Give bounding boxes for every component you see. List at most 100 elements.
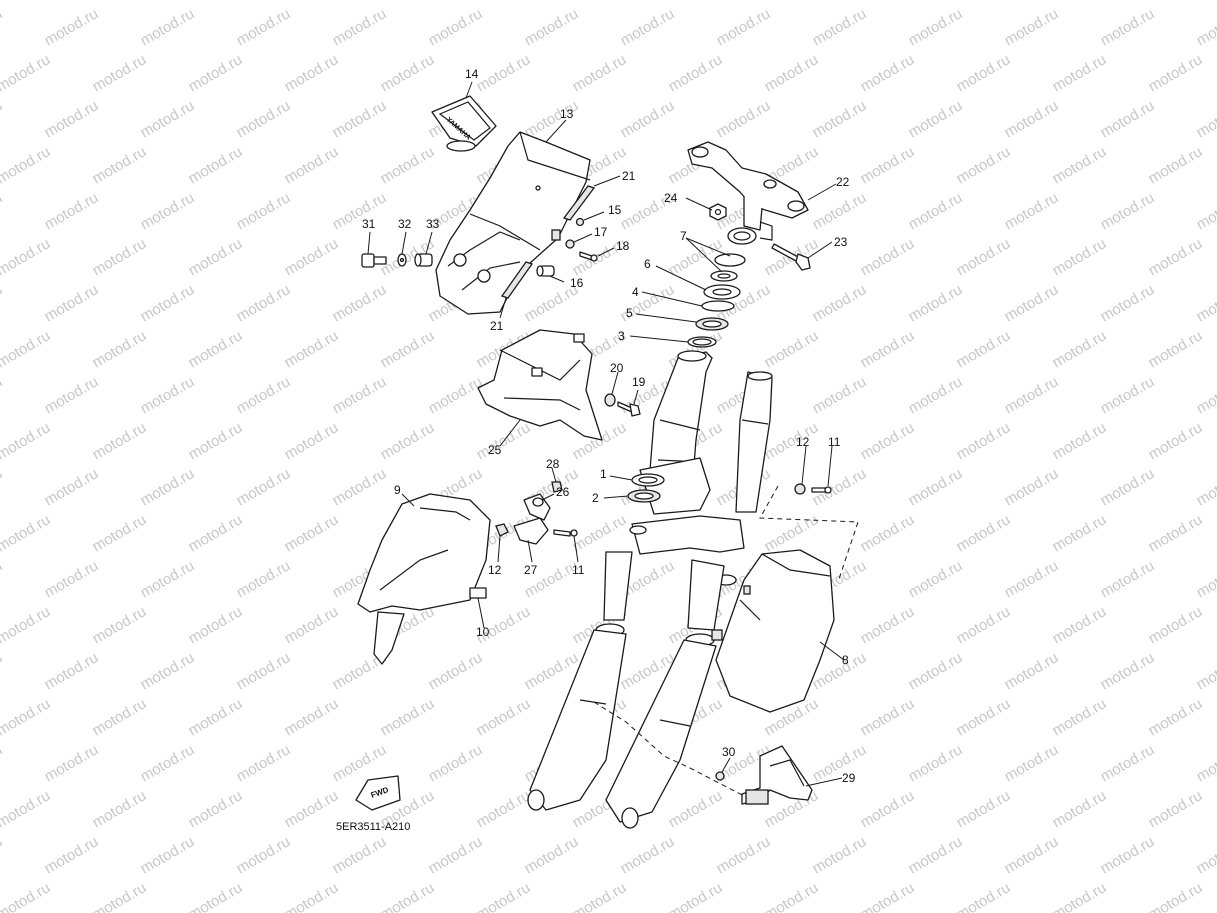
watermark-text: motod.ru [1098,649,1158,693]
watermark-text: motod.ru [666,787,726,831]
watermark-text: motod.ru [282,511,342,555]
watermark-text: motod.ru [906,373,966,417]
clip-part-10 [469,587,487,599]
watermark-text: motod.ru [1098,557,1158,601]
watermark-text: motod.ru [1050,327,1110,371]
watermark-text: motod.ru [714,97,774,141]
callout-31: 31 [362,217,376,231]
watermark-text: motod.ru [42,465,102,509]
fwd-arrow-icon: FWD [355,775,401,811]
watermark-text: motod.ru [714,5,774,49]
watermark-text: motod.ru [1146,787,1206,831]
watermark-text: motod.ru [378,0,438,3]
watermark-text: motod.ru [42,5,102,49]
watermark-text: motod.ru [1098,833,1158,877]
callout-23: 23 [834,235,848,249]
watermark-text: motod.ru [762,879,822,913]
watermark-text: motod.ru [618,833,678,877]
watermark-text: motod.ru [810,189,870,233]
watermark-text: motod.ru [1194,833,1217,877]
callout-28: 28 [546,457,560,471]
lower-bearings-1-2 [627,473,665,503]
watermark-text: motod.ru [858,787,918,831]
collar-part-16 [536,265,555,277]
watermark-text: motod.ru [858,327,918,371]
watermark-text: motod.ru [810,5,870,49]
callout-26: 26 [556,485,570,499]
callout-4: 4 [632,285,639,299]
watermark-text: motod.ru [1146,695,1206,739]
watermark-text: motod.ru [570,0,630,3]
callout-12-upper: 12 [796,435,810,449]
callout-3: 3 [618,329,625,343]
watermark-text: motod.ru [1002,465,1062,509]
watermark-text: motod.ru [0,281,5,325]
watermark-text: motod.ru [378,879,438,913]
left-shroud-part-9 [357,493,491,665]
watermark-text: motod.ru [954,511,1014,555]
ring-nut-part-7 [710,253,746,282]
watermark-text: motod.ru [0,879,53,913]
watermark-text: motod.ru [42,281,102,325]
watermark-text: motod.ru [762,327,822,371]
watermark-text: motod.ru [906,833,966,877]
watermark-text: motod.ru [138,741,198,785]
watermark-text: motod.ru [906,97,966,141]
watermark-text: motod.ru [378,695,438,739]
watermark-text: motod.ru [570,511,630,555]
watermark-text: motod.ru [90,0,150,3]
watermark-text: motod.ru [186,879,246,913]
watermark-text: motod.ru [282,143,342,187]
washer-bolt-20-19 [604,393,641,417]
watermark-text: motod.ru [1194,465,1217,509]
watermark-text: motod.ru [1002,97,1062,141]
watermark-text: motod.ru [906,557,966,601]
watermark-text: motod.ru [90,879,150,913]
callout-11-lower: 11 [572,563,585,577]
watermark-text: motod.ru [426,373,486,417]
watermark-text: motod.ru [762,51,822,95]
watermark-text: motod.ru [234,373,294,417]
watermark-text: motod.ru [186,327,246,371]
watermark-text: motod.ru [138,373,198,417]
watermark-text: motod.ru [138,833,198,877]
callout-1: 1 [600,467,607,481]
watermark-text: motod.ru [138,465,198,509]
headlight-bracket-part-25 [477,329,603,441]
watermark-text: motod.ru [1098,5,1158,49]
watermark-text: motod.ru [234,5,294,49]
watermark-text: motod.ru [1002,557,1062,601]
watermark-text: motod.ru [522,833,582,877]
callout-20: 20 [610,361,624,375]
callout-7: 7 [680,229,687,243]
watermark-text: motod.ru [1194,189,1217,233]
watermark-text: motod.ru [42,189,102,233]
fasteners-12-11-upper [794,483,832,495]
watermark-text: motod.ru [1002,833,1062,877]
watermark-text: motod.ru [330,281,390,325]
fasteners-15-17-18 [565,217,598,262]
watermark-text: motod.ru [90,511,150,555]
watermark-text: motod.ru [0,5,5,49]
watermark-text: motod.ru [858,419,918,463]
watermark-text: motod.ru [906,465,966,509]
bolt-part-23 [771,243,811,271]
watermark-text: motod.ru [810,833,870,877]
watermark-text: motod.ru [90,603,150,647]
watermark-text: motod.ru [426,649,486,693]
watermark-text: motod.ru [1050,511,1110,555]
watermark-text: motod.ru [522,5,582,49]
watermark-text: motod.ru [1146,0,1206,3]
watermark-text: motod.ru [474,879,534,913]
watermark-text: motod.ru [714,833,774,877]
watermark-text: motod.ru [90,787,150,831]
callout-8: 8 [842,653,849,667]
watermark-text: motod.ru [858,143,918,187]
watermark-text: motod.ru [378,51,438,95]
watermark-text: motod.ru [282,419,342,463]
callout-30: 30 [722,745,736,759]
callout-32: 32 [398,217,412,231]
watermark-text: motod.ru [858,879,918,913]
watermark-text: motod.ru [1050,879,1110,913]
watermark-text: motod.ru [810,97,870,141]
